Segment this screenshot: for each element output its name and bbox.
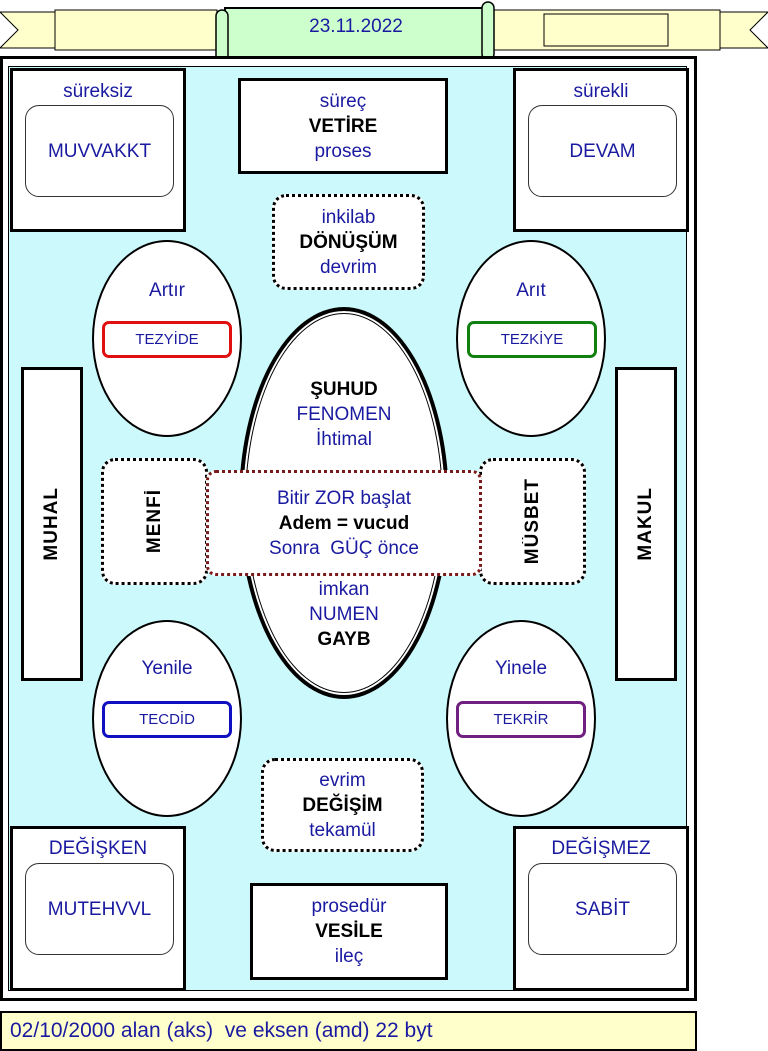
corner-label: MUVVAKKT: [47, 140, 152, 162]
center-top1: ŞUHUD: [310, 379, 378, 400]
oval-label: TECDİD: [102, 701, 232, 738]
muhal-bar: MUHAL: [21, 367, 83, 681]
corner-bottom-left: DEĞİŞKEN MUTEHVVL: [10, 826, 186, 991]
donusum-box: inkilab DÖNÜŞÜM devrim: [272, 194, 425, 290]
oval-label: TEKRİR: [456, 701, 586, 738]
corner-caption: DEĞİŞKEN: [48, 838, 148, 859]
degisim-line3: tekamül: [309, 819, 376, 841]
vetire-line3: proses: [314, 140, 372, 162]
corner-label: MUTEHVVL: [47, 898, 152, 920]
degisim-line1: evrim: [319, 769, 366, 791]
corner-label-box: MUTEHVVL: [25, 863, 174, 955]
corner-top-right: sürekli DEVAM: [513, 68, 689, 232]
corner-label: DEVAM: [569, 140, 636, 162]
corner-label-box: DEVAM: [528, 105, 677, 197]
center-bottom3: GAYB: [317, 629, 371, 650]
oval-caption: Artır: [149, 280, 185, 301]
menfi-label: MENFİ: [143, 489, 165, 554]
oval-bottom-right: Yinele TEKRİR: [446, 620, 596, 817]
center-bottom2: NUMEN: [309, 604, 379, 625]
center-top3: İhtimal: [316, 429, 372, 450]
corner-top-left: süreksiz MUVVAKKT: [10, 68, 186, 232]
footer-note: 02/10/2000 alan (aks) ve eksen (amd) 22 …: [0, 1011, 697, 1051]
vesile-box: prosedür VESİLE ileç: [250, 883, 448, 980]
musbet-label: MÜSBET: [521, 478, 543, 565]
vesile-line1: prosedür: [311, 896, 387, 917]
corner-caption: DEĞİŞMEZ: [551, 838, 651, 859]
corner-label-box: SABİT: [528, 863, 677, 955]
donusum-line1: inkilab: [321, 206, 376, 228]
center-box: Bitir ZOR başlat Adem = vucud Sonra GÜÇ …: [206, 470, 482, 576]
degisim-line2: DEĞİŞİM: [302, 794, 383, 816]
musbet-box: MÜSBET: [479, 458, 586, 585]
degisim-box: evrim DEĞİŞİM tekamül: [261, 758, 424, 852]
vesile-line2: VESİLE: [315, 921, 383, 942]
center-oval-top: ŞUHUD FENOMEN İhtimal: [243, 377, 445, 452]
header-banner: [0, 1, 768, 64]
oval-top-right: Arıt TEZKİYE: [456, 240, 606, 437]
donusum-line3: devrim: [319, 256, 377, 278]
center-box-line2: Adem = vucud: [278, 512, 410, 534]
muhal-label: MUHAL: [41, 487, 62, 561]
makul-bar: MAKUL: [615, 367, 677, 681]
header-date: 23.11.2022: [309, 16, 403, 37]
oval-caption: Yinele: [494, 658, 548, 679]
center-bottom1: imkan: [318, 579, 370, 600]
oval-top-left: Artır TEZYİDE: [92, 240, 242, 437]
center-box-line3: Sonra GÜÇ önce: [269, 537, 419, 559]
oval-bottom-left: Yenile TECDİD: [92, 620, 242, 817]
oval-caption: Yenile: [141, 658, 193, 679]
corner-label: SABİT: [575, 898, 630, 920]
corner-caption: süreksiz: [63, 81, 133, 102]
oval-label: TEZYİDE: [102, 321, 232, 358]
corner-bottom-right: DEĞİŞMEZ SABİT: [513, 826, 689, 991]
makul-label: MAKUL: [635, 487, 656, 561]
oval-label: TEZKİYE: [467, 321, 597, 358]
oval-caption: Arıt: [516, 280, 546, 301]
corner-caption: sürekli: [573, 81, 629, 102]
vetire-box: süreç VETİRE proses: [238, 78, 448, 174]
donusum-line2: DÖNÜŞÜM: [299, 231, 398, 253]
center-oval-bottom: imkan NUMEN GAYB: [243, 577, 445, 652]
vetire-line2: VETİRE: [308, 115, 378, 137]
menfi-box: MENFİ: [101, 458, 208, 585]
corner-label-box: MUVVAKKT: [25, 105, 174, 197]
center-top2: FENOMEN: [296, 404, 392, 425]
vesile-line3: ileç: [334, 946, 364, 967]
center-box-line1: Bitir ZOR başlat: [276, 487, 412, 509]
vetire-line1: süreç: [319, 90, 367, 112]
